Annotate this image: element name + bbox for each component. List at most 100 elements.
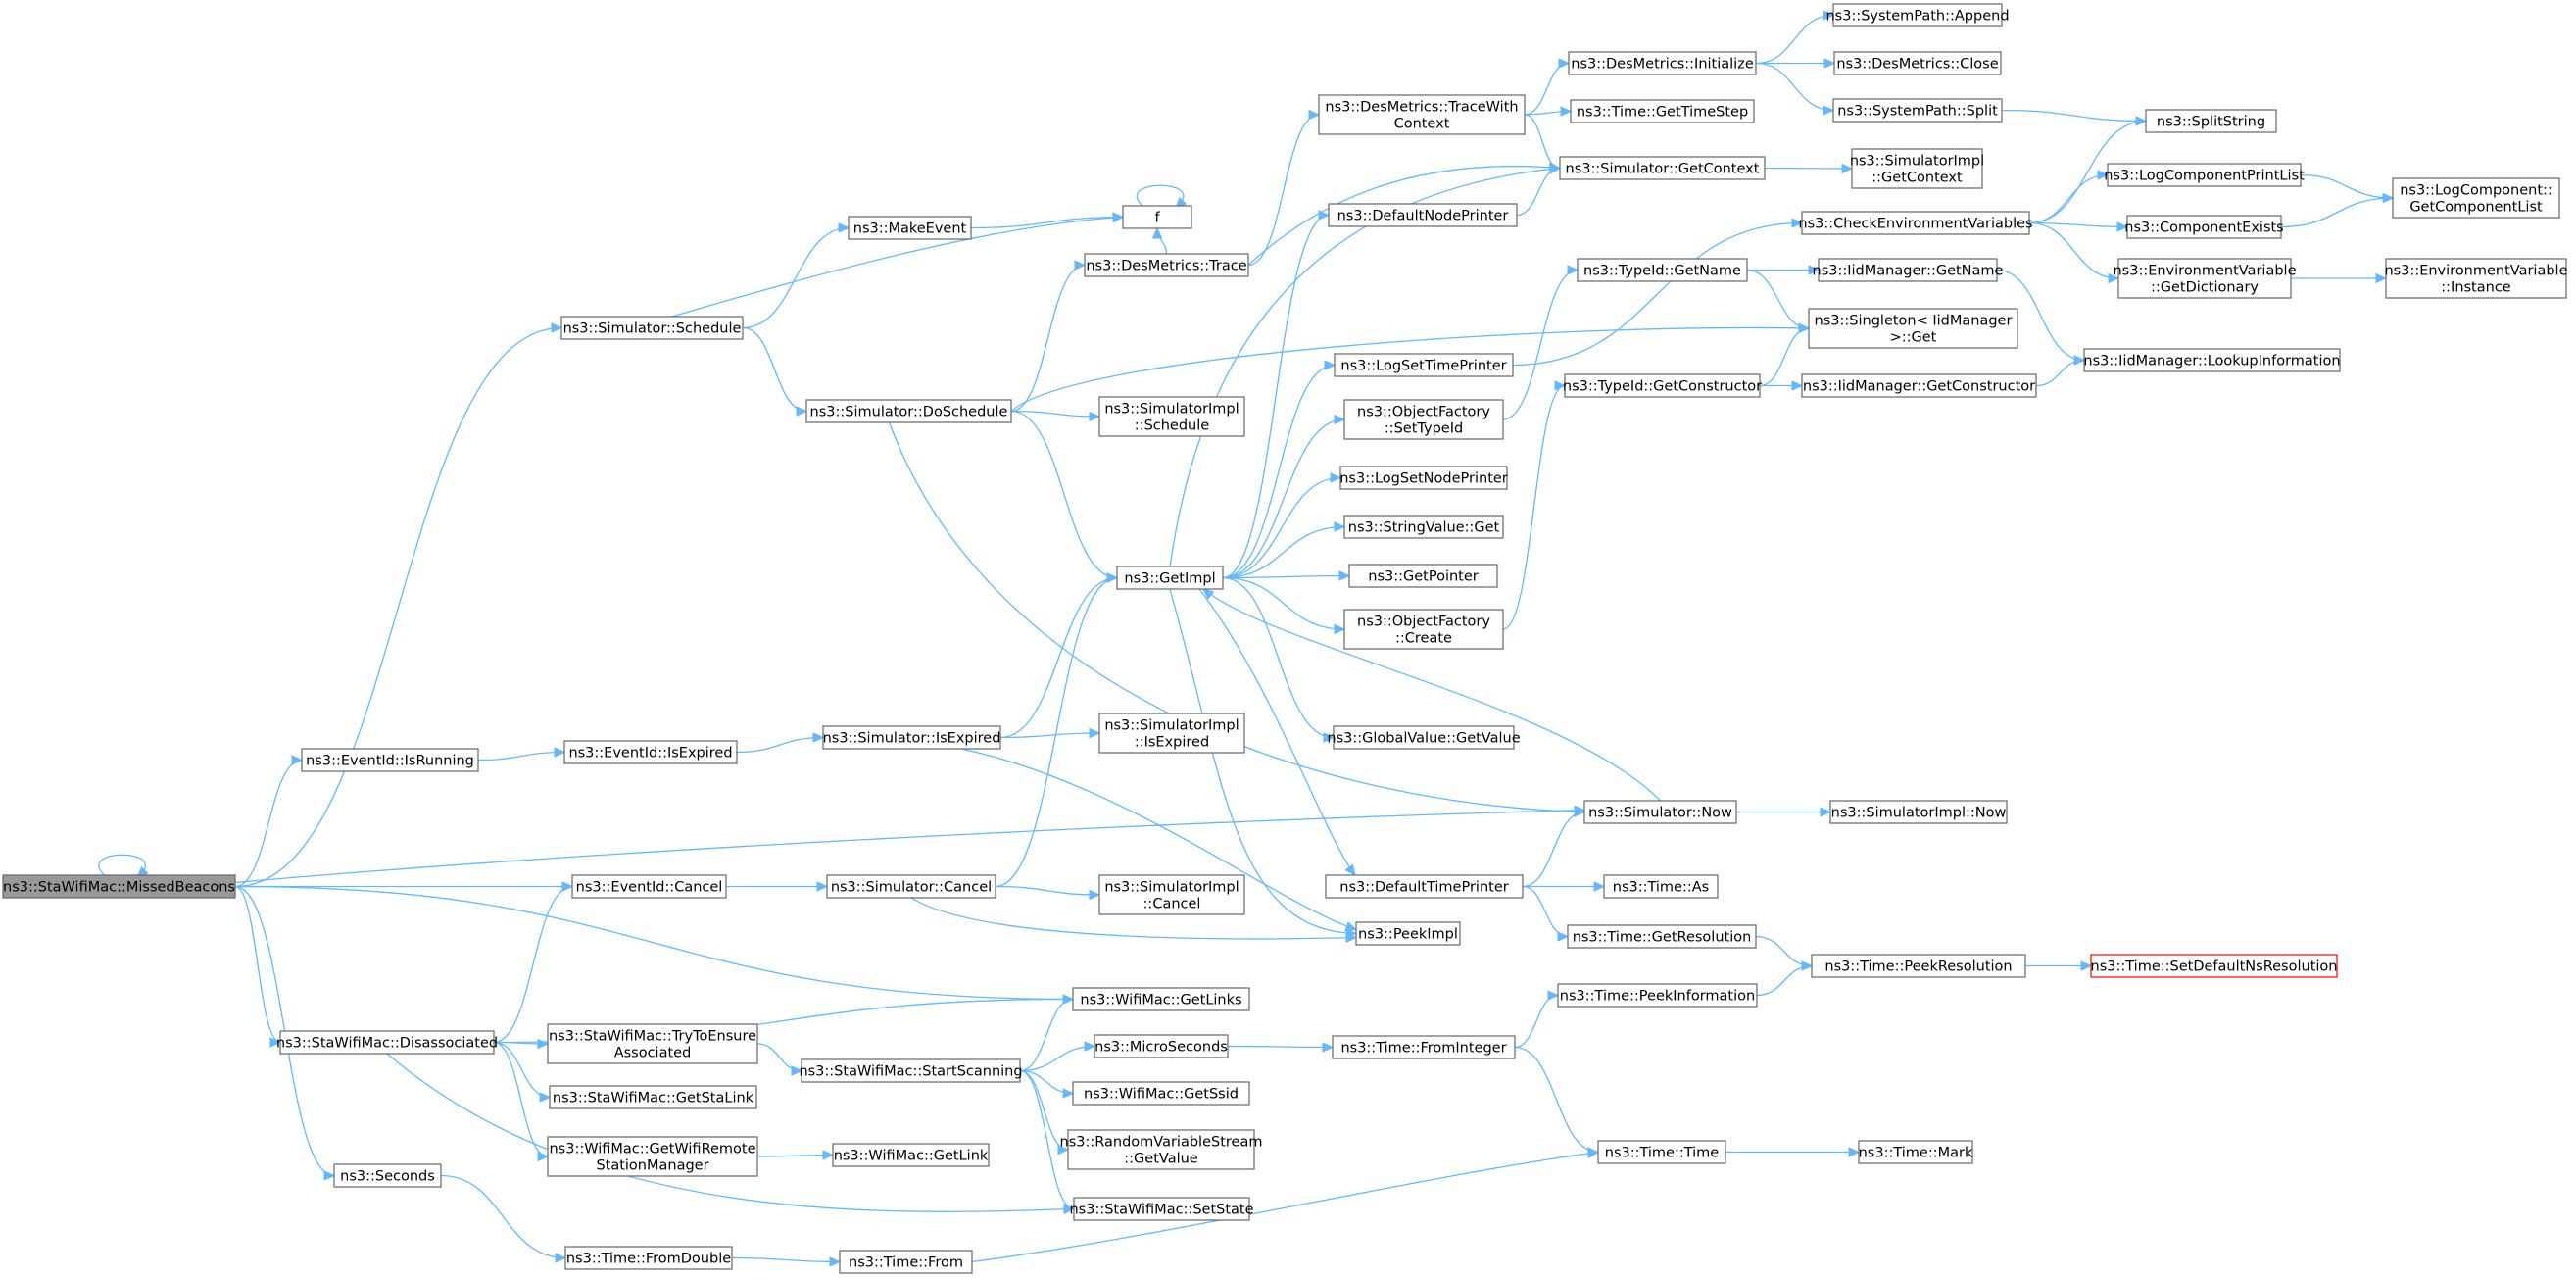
node-box[interactable] xyxy=(805,399,1012,423)
node-n27[interactable]: ns3::MicroSeconds xyxy=(1094,1034,1229,1058)
node-n51[interactable]: ns3::Time::GetTimeStep xyxy=(1570,99,1755,123)
node-n23[interactable]: ns3::WifiMac::GetLink xyxy=(832,1143,990,1167)
node-n42[interactable]: ns3::Time::As xyxy=(1603,874,1719,899)
node-box[interactable] xyxy=(563,740,738,764)
node-n63[interactable]: ns3::EnvironmentVariable::Instance xyxy=(2384,258,2568,299)
node-n68[interactable]: ns3::TypeId::GetConstructor xyxy=(1563,373,1762,398)
node-box[interactable] xyxy=(1122,205,1192,229)
node-n22[interactable]: ns3::WifiMac::GetWifiRemoteStationManage… xyxy=(547,1136,758,1177)
node-box[interactable] xyxy=(1343,609,1504,650)
node-n67[interactable]: ns3::IidManager::LookupInformation xyxy=(2083,348,2341,372)
node-box[interactable] xyxy=(1098,396,1245,437)
node-box[interactable] xyxy=(1072,1081,1250,1106)
node-n10[interactable]: ns3::SimulatorImpl::Schedule xyxy=(1098,396,1245,437)
node-n28[interactable]: ns3::WifiMac::GetSsid xyxy=(1072,1081,1250,1106)
node-n43[interactable]: ns3::Time::GetResolution xyxy=(1567,924,1757,949)
node-box[interactable] xyxy=(1603,874,1719,899)
node-box[interactable] xyxy=(1858,1140,1973,1164)
node-box[interactable] xyxy=(1557,983,1758,1008)
node-n21[interactable]: ns3::StaWifiMac::GetStaLink xyxy=(549,1085,757,1109)
node-n55[interactable]: ns3::SystemPath::Split xyxy=(1832,98,2003,123)
node-box[interactable] xyxy=(1098,713,1245,754)
node-box[interactable] xyxy=(2,874,236,899)
node-box[interactable] xyxy=(832,1143,990,1167)
node-n41[interactable]: ns3::SimulatorImpl::Now xyxy=(1829,800,2008,824)
node-box[interactable] xyxy=(1355,921,1461,946)
node-n12[interactable]: ns3::EventId::IsExpired xyxy=(563,740,738,764)
node-box[interactable] xyxy=(564,1246,733,1270)
node-n31[interactable]: ns3::DefaultNodePrinter xyxy=(1328,203,1518,227)
node-n60[interactable]: ns3::LogComponent::GetComponentList xyxy=(2392,177,2560,219)
node-box[interactable] xyxy=(547,1136,758,1177)
node-box[interactable] xyxy=(1832,98,2003,123)
node-box[interactable] xyxy=(826,874,996,899)
node-box[interactable] xyxy=(1084,253,1249,277)
node-n36[interactable]: ns3::GetPointer xyxy=(1348,564,1498,588)
node-n0[interactable]: ns3::StaWifiMac::MissedBeacons xyxy=(2,874,236,899)
node-n1[interactable]: ns3::Simulator::Schedule xyxy=(560,316,744,340)
node-n32[interactable]: ns3::LogSetTimePrinter xyxy=(1334,353,1514,377)
node-n54[interactable]: ns3::DesMetrics::Close xyxy=(1833,51,2002,75)
node-box[interactable] xyxy=(301,748,479,772)
node-box[interactable] xyxy=(1348,564,1498,588)
node-n56[interactable]: ns3::SplitString xyxy=(2145,109,2277,133)
node-box[interactable] xyxy=(801,1058,1021,1083)
node-n69[interactable]: ns3::IidManager::GetConstructor xyxy=(1801,373,2037,398)
node-box[interactable] xyxy=(1851,148,1983,189)
node-n53[interactable]: ns3::SystemPath::Append xyxy=(1825,3,2010,27)
node-box[interactable] xyxy=(1098,874,1245,915)
node-box[interactable] xyxy=(1818,258,1998,282)
node-box[interactable] xyxy=(571,874,727,899)
node-box[interactable] xyxy=(279,1030,495,1055)
node-box[interactable] xyxy=(1564,373,1761,398)
node-box[interactable] xyxy=(1339,466,1508,490)
node-n62[interactable]: ns3::EnvironmentVariable::GetDictionary xyxy=(2113,258,2297,299)
node-box[interactable] xyxy=(1094,1034,1229,1058)
node-n52[interactable]: ns3::Simulator::GetContext xyxy=(1559,156,1766,180)
node-box[interactable] xyxy=(1829,800,2008,824)
node-n13[interactable]: ns3::Simulator::IsExpired xyxy=(822,725,1001,750)
node-n44[interactable]: ns3::Time::PeekResolution xyxy=(1811,954,2026,978)
node-box[interactable] xyxy=(1597,1140,1726,1164)
node-box[interactable] xyxy=(1067,1129,1255,1170)
node-box[interactable] xyxy=(1318,94,1526,135)
node-box[interactable] xyxy=(1073,1197,1250,1221)
node-box[interactable] xyxy=(1332,1035,1516,1059)
node-n39[interactable]: ns3::DefaultTimePrinter xyxy=(1325,874,1524,899)
node-n35[interactable]: ns3::StringValue::Get xyxy=(1343,515,1504,539)
node-n46[interactable]: ns3::Time::PeekInformation xyxy=(1557,983,1758,1008)
node-n15[interactable]: ns3::Simulator::Cancel xyxy=(826,874,996,899)
node-box[interactable] xyxy=(1567,924,1757,949)
node-n11[interactable]: ns3::GetImpl xyxy=(1116,566,1224,590)
node-n16[interactable]: ns3::SimulatorImpl::Cancel xyxy=(1098,874,1245,915)
node-box[interactable] xyxy=(1801,373,2037,398)
node-box[interactable] xyxy=(2083,348,2341,372)
node-n25[interactable]: ns3::Time::FromDouble xyxy=(564,1246,733,1270)
node-box[interactable] xyxy=(2392,177,2560,219)
node-box[interactable] xyxy=(1072,987,1250,1011)
node-box[interactable] xyxy=(560,316,744,340)
node-box[interactable] xyxy=(2090,954,2338,978)
node-box[interactable] xyxy=(547,1023,758,1064)
node-box[interactable] xyxy=(1334,353,1514,377)
node-n33[interactable]: ns3::ObjectFactory::SetTypeId xyxy=(1343,399,1504,440)
node-n8[interactable]: ns3::Simulator::DoSchedule xyxy=(805,399,1012,423)
node-n20[interactable]: ns3::StaWifiMac::StartScanning xyxy=(799,1058,1023,1083)
node-box[interactable] xyxy=(1832,3,2003,27)
node-n3[interactable]: ns3::EventId::Cancel xyxy=(571,874,727,899)
node-n18[interactable]: ns3::WifiMac::GetLinks xyxy=(1072,987,1250,1011)
node-box[interactable] xyxy=(1328,203,1518,227)
node-n38[interactable]: ns3::GlobalValue::GetValue xyxy=(1327,725,1521,750)
node-n48[interactable]: ns3::Time::Time xyxy=(1597,1140,1726,1164)
node-box[interactable] xyxy=(1343,515,1504,539)
node-n61[interactable]: ns3::ComponentExists xyxy=(2124,215,2284,239)
node-n9[interactable]: ns3::DesMetrics::Trace xyxy=(1084,253,1249,277)
node-box[interactable] xyxy=(848,216,972,240)
node-box[interactable] xyxy=(822,725,1001,750)
node-box[interactable] xyxy=(1568,51,1757,75)
node-box[interactable] xyxy=(1833,51,2002,75)
node-n47[interactable]: ns3::Time::FromInteger xyxy=(1332,1035,1516,1059)
node-box[interactable] xyxy=(2107,163,2302,187)
